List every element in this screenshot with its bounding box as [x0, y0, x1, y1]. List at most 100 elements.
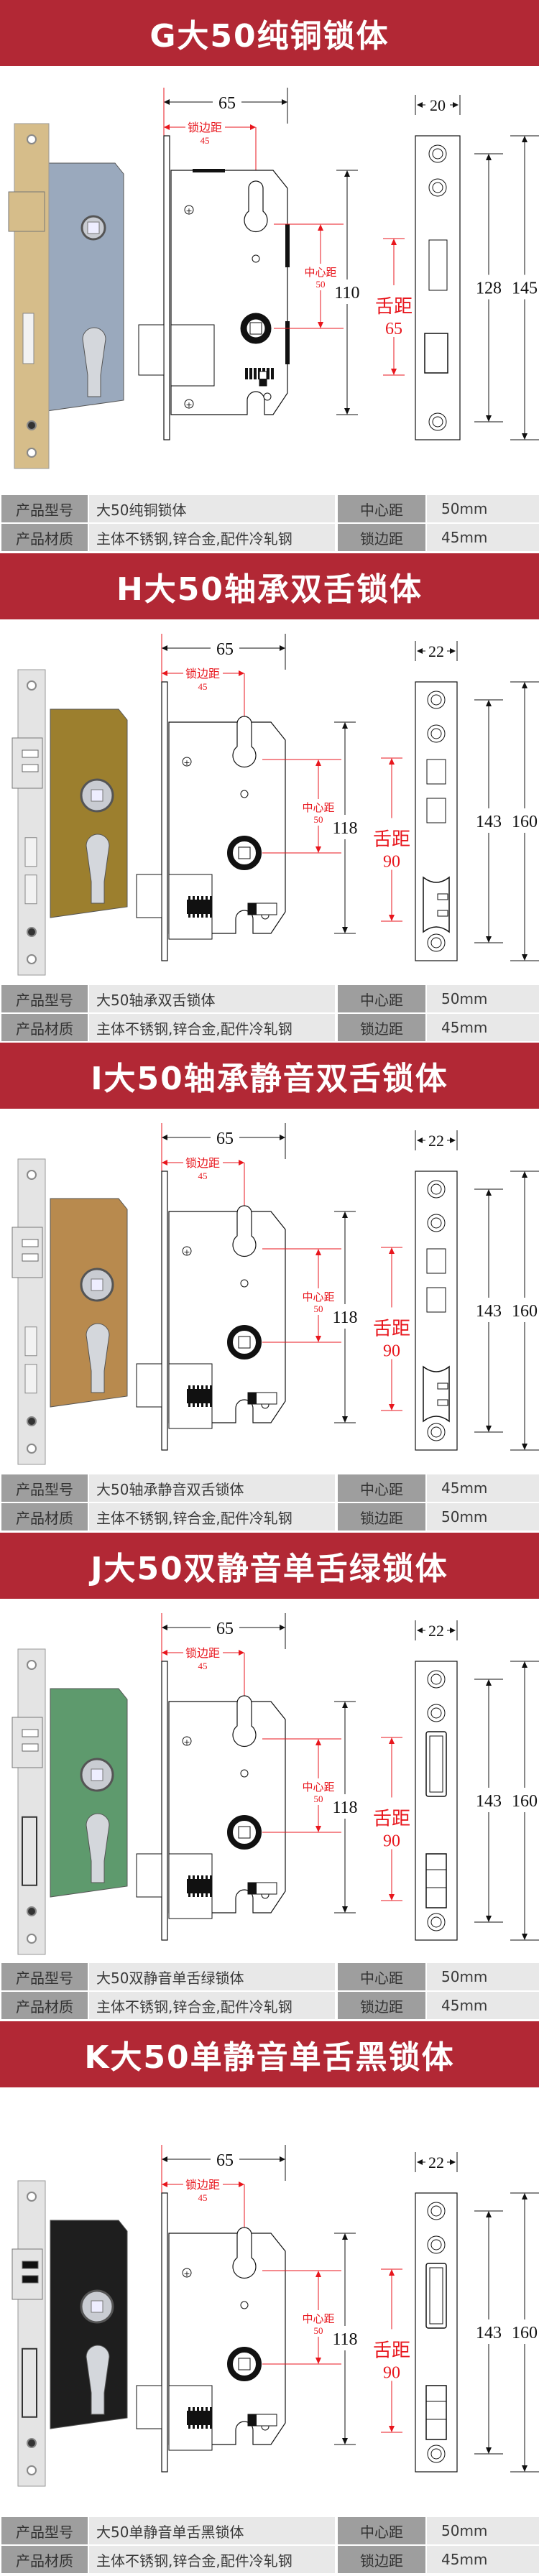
- spec-value-center-distance: 45mm: [427, 1474, 539, 1502]
- spec-value-model: 大50单静音单舌黑锁体: [89, 2517, 335, 2544]
- spec-label-model: 产品型号: [1, 1963, 88, 1990]
- svg-text:中心距: 中心距: [302, 801, 334, 814]
- svg-text:+: +: [185, 400, 192, 410]
- faceplate-width-dim: 22: [428, 1132, 444, 1150]
- spec-value-model: 大50纯铜锁体: [89, 495, 335, 522]
- faceplate-width-dim: 22: [428, 1622, 444, 1640]
- spec-label-center-distance: 中心距: [338, 2517, 425, 2544]
- strike-inner-dim: 143: [476, 813, 502, 831]
- spec-value-backset: 50mm: [427, 1503, 539, 1531]
- center-distance-dim: 50: [314, 1303, 323, 1314]
- spec-label-center-distance: 中心距: [338, 495, 425, 522]
- backset-dim: 45: [201, 135, 210, 146]
- tongue-distance-dim: 90: [383, 1342, 400, 1361]
- svg-text:中心距: 中心距: [302, 1781, 334, 1793]
- backset-dim: 45: [198, 681, 208, 692]
- svg-text:锁边距: 锁边距: [188, 121, 222, 134]
- lock-photo: [11, 2180, 128, 2487]
- svg-text:舌距: 舌距: [373, 2340, 410, 2362]
- section-title: K大50单静音单舌黑锁体: [84, 2039, 455, 2076]
- spec-label-backset: 锁边距: [338, 1503, 425, 1531]
- svg-text:舌距: 舌距: [373, 1319, 410, 1340]
- svg-text:+: +: [185, 206, 192, 216]
- svg-text:舌距: 舌距: [373, 829, 410, 851]
- svg-text:+: +: [183, 1247, 190, 1257]
- section-header-band: J大50双静音单舌绿锁体: [0, 1533, 539, 1599]
- spec-value-material: 主体不锈钢,锌合金,配件冷轧钢: [89, 1503, 335, 1531]
- spec-label-backset: 锁边距: [338, 1014, 425, 1041]
- spec-label-center-distance: 中心距: [338, 1474, 425, 1502]
- strike-inner-dim: 128: [476, 280, 502, 298]
- svg-text:中心距: 中心距: [304, 266, 336, 279]
- spec-value-material: 主体不锈钢,锌合金,配件冷轧钢: [89, 524, 335, 551]
- lock-photo: [11, 1648, 128, 1955]
- spec-value-model: 大50双静音单舌绿锁体: [89, 1963, 335, 1990]
- spec-label-material: 产品材质: [1, 1992, 88, 2019]
- spec-value-center-distance: 50mm: [427, 1963, 539, 1990]
- spec-value-material: 主体不锈钢,锌合金,配件冷轧钢: [89, 1014, 335, 1041]
- spec-label-backset: 锁边距: [338, 524, 425, 551]
- svg-text:中心距: 中心距: [302, 1291, 334, 1303]
- center-distance-dim: 50: [314, 814, 323, 825]
- spec-label-material: 产品材质: [1, 2546, 88, 2573]
- section-title: J大50双静音单舌绿锁体: [91, 1551, 448, 1587]
- spec-label-center-distance: 中心距: [338, 985, 425, 1012]
- section-title: H大50轴承双舌锁体: [116, 571, 423, 608]
- spec-value-center-distance: 50mm: [427, 2517, 539, 2544]
- tongue-distance-dim: 90: [383, 2364, 400, 2383]
- spec-label-model: 产品型号: [1, 2517, 88, 2544]
- backset-dim: 45: [198, 1171, 208, 1181]
- overall-width-dim: 65: [216, 1620, 234, 1638]
- svg-text:锁边距: 锁边距: [185, 1156, 220, 1170]
- body-height-dim: 118: [332, 2330, 357, 2349]
- svg-text:舌距: 舌距: [373, 1809, 410, 1830]
- body-height-dim: 110: [334, 284, 359, 303]
- lock-photo: [8, 123, 124, 469]
- spec-value-backset: 45mm: [427, 1014, 539, 1041]
- spec-value-model: 大50轴承静音双舌锁体: [89, 1474, 335, 1502]
- spec-label-model: 产品型号: [1, 985, 88, 1012]
- backset-dim: 45: [198, 1661, 208, 1671]
- svg-text:锁边距: 锁边距: [185, 667, 220, 680]
- svg-text:+: +: [183, 2269, 190, 2279]
- svg-text:+: +: [183, 758, 190, 767]
- spec-label-material: 产品材质: [1, 1014, 88, 1041]
- center-distance-dim: 50: [314, 2325, 323, 2336]
- faceplate-width-dim: 20: [430, 96, 446, 114]
- spec-label-model: 产品型号: [1, 1474, 88, 1502]
- spec-value-center-distance: 50mm: [427, 985, 539, 1012]
- center-distance-dim: 50: [314, 1793, 323, 1804]
- strike-inner-dim: 143: [476, 1302, 502, 1321]
- spec-label-backset: 锁边距: [338, 1992, 425, 2019]
- tongue-distance-dim: 90: [383, 1832, 400, 1851]
- lock-photo: [11, 1158, 128, 1465]
- faceplate-width-dim: 22: [428, 2153, 444, 2171]
- svg-text:+: +: [183, 1737, 190, 1747]
- section-header-band: G大50纯铜锁体: [0, 0, 539, 66]
- body-height-dim: 118: [332, 819, 357, 838]
- tongue-distance-dim: 90: [383, 853, 400, 872]
- svg-text:锁边距: 锁边距: [185, 1646, 220, 1660]
- spec-label-model: 产品型号: [1, 495, 88, 522]
- svg-text:中心距: 中心距: [302, 2312, 334, 2325]
- spec-value-material: 主体不锈钢,锌合金,配件冷轧钢: [89, 2546, 335, 2573]
- strike-outer-dim: 160: [512, 2324, 538, 2342]
- spec-value-material: 主体不锈钢,锌合金,配件冷轧钢: [89, 1992, 335, 2019]
